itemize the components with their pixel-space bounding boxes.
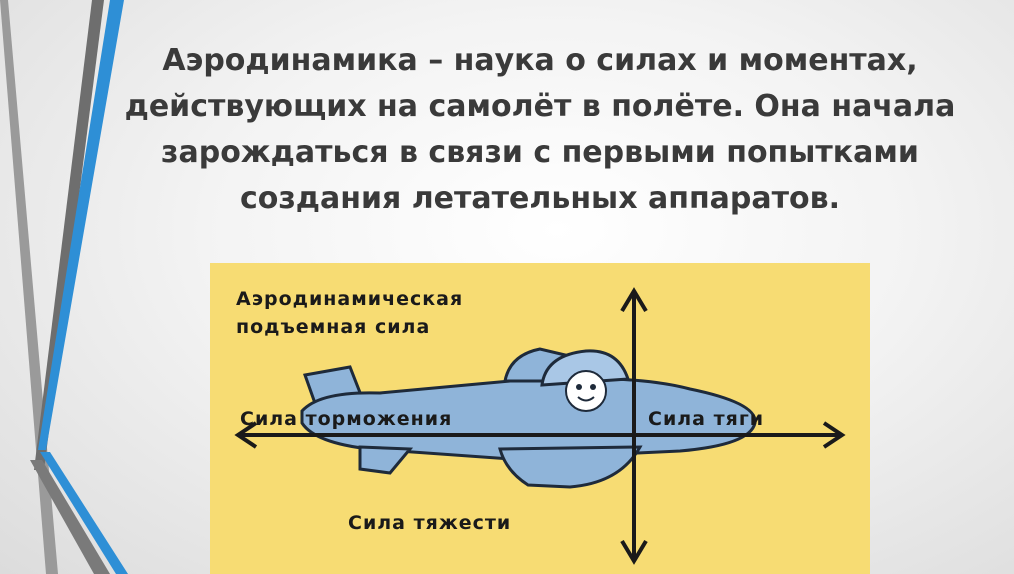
- airplane-illustration: [300, 347, 757, 489]
- decor-gray-stripe-lower: [30, 460, 110, 574]
- lift-arrow-head: [620, 287, 648, 313]
- decor-gray-stripe-main: [34, 0, 104, 470]
- pilot-mouth: [577, 396, 595, 402]
- drag-label: Сила торможения: [240, 408, 452, 430]
- gravity-label: Сила тяжести: [348, 512, 511, 534]
- drag-arrow-head: [234, 421, 258, 449]
- slide-body-text: Аэродинамика – наука о силах и моментах,…: [120, 38, 960, 222]
- airplane-lower-wing: [498, 445, 643, 489]
- forces-diagram-svg: Аэродинамическая подъемная сила Сила тор…: [234, 287, 846, 565]
- pilot-eye-left: [576, 384, 582, 390]
- thrust-label: Сила тяги: [648, 408, 764, 430]
- airplane-cockpit: [540, 349, 631, 387]
- gravity-arrow-head: [620, 539, 648, 565]
- text-line-1: Аэродинамика – наука о силах и моментах,: [162, 43, 918, 78]
- forces-diagram: Аэродинамическая подъемная сила Сила тор…: [210, 263, 870, 574]
- airplane-tail-stabilizer: [358, 445, 414, 475]
- decor-blue-stripe-lower: [40, 452, 128, 574]
- decor-blue-stripe: [38, 0, 124, 450]
- text-line-2: действующих на самолёт в полёте. Она нач…: [124, 89, 956, 124]
- lift-label-line1: Аэродинамическая: [236, 288, 463, 310]
- text-line-3: зарождаться в связи с первыми попытками: [161, 135, 919, 170]
- pilot-face: [565, 370, 607, 412]
- thrust-arrow-head: [822, 421, 846, 449]
- lift-label-line2: подъемная сила: [236, 316, 430, 338]
- pilot-eye-right: [590, 384, 596, 390]
- text-line-4: создания летательных аппаратов.: [239, 181, 841, 216]
